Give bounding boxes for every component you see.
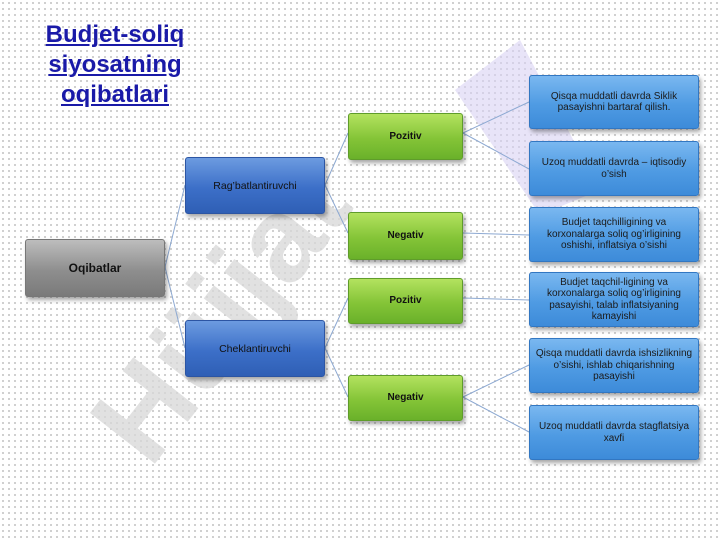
- page-title: Budjet-soliq siyosatning oqibatlari: [45, 21, 185, 108]
- effect-node: Qisqa muddatli davrda Siklik pasayishni …: [529, 75, 699, 129]
- stimulating-node: Rag’batlantiruvchi: [185, 157, 325, 214]
- restraining-negative-node: Negativ: [348, 375, 463, 421]
- effect-node: Qisqa muddatli davrda ishsizlikning o’si…: [529, 338, 699, 393]
- effect-node: Uzoq muddatli davrda – iqtisodiy o’sish: [529, 141, 699, 196]
- effect-node: Budjet taqchil-ligining va korxonalarga …: [529, 272, 699, 327]
- stimulating-positive-node: Pozitiv: [348, 113, 463, 160]
- stimulating-negative-node: Negativ: [348, 212, 463, 260]
- restraining-node: Cheklantiruvchi: [185, 320, 325, 377]
- effect-node: Uzoq muddatli davrda stagflatsiya xavfi: [529, 405, 699, 460]
- effect-node: Budjet taqchilligining va korxonalarga s…: [529, 207, 699, 262]
- restraining-positive-node: Pozitiv: [348, 278, 463, 324]
- root-node: Oqibatlar: [25, 239, 165, 297]
